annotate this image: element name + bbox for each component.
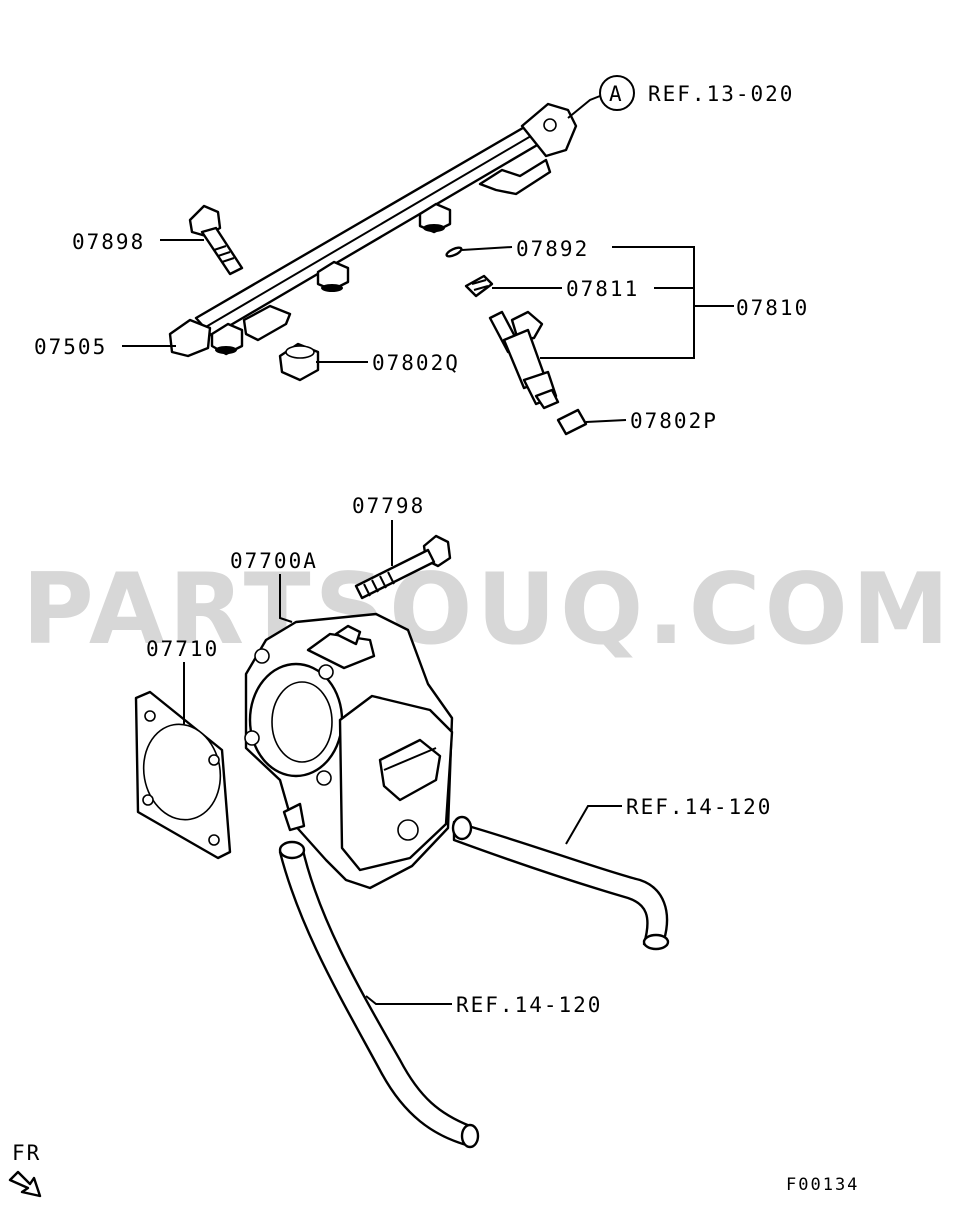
front-direction-indicator: FR bbox=[8, 1141, 42, 1198]
label-07505[interactable]: 07505 bbox=[34, 335, 107, 359]
label-07811[interactable]: 07811 bbox=[566, 277, 639, 301]
bolt-07898[interactable] bbox=[188, 204, 244, 276]
o-ring-07892[interactable] bbox=[445, 246, 463, 258]
throttle-body[interactable] bbox=[244, 612, 454, 890]
reference-circle-a: A bbox=[599, 75, 635, 111]
label-07810[interactable]: 07810 bbox=[736, 296, 809, 320]
label-ref-14-120-lower[interactable]: REF.14-120 bbox=[456, 993, 602, 1017]
insulator-07802q[interactable] bbox=[278, 342, 320, 382]
gasket-07710[interactable] bbox=[134, 690, 232, 860]
label-ref-13-020[interactable]: REF.13-020 bbox=[648, 82, 794, 106]
insulator-07802p[interactable] bbox=[556, 408, 588, 436]
label-07892[interactable]: 07892 bbox=[516, 237, 589, 261]
figure-code: F00134 bbox=[786, 1175, 859, 1195]
reference-circle-label: A bbox=[609, 82, 624, 106]
front-arrow-icon bbox=[8, 1170, 42, 1198]
label-07798[interactable]: 07798 bbox=[352, 494, 425, 518]
fuel-injector[interactable] bbox=[488, 310, 560, 410]
label-07898[interactable]: 07898 bbox=[72, 230, 145, 254]
fuel-rail-end-cap[interactable] bbox=[168, 318, 212, 358]
label-ref-14-120-upper[interactable]: REF.14-120 bbox=[626, 795, 772, 819]
seal-07811[interactable] bbox=[464, 274, 494, 298]
label-07710[interactable]: 07710 bbox=[146, 637, 219, 661]
coolant-hose-right[interactable] bbox=[451, 815, 670, 951]
label-07700a[interactable]: 07700A bbox=[230, 549, 318, 573]
bolt-07798[interactable] bbox=[354, 534, 452, 600]
front-label: FR bbox=[12, 1141, 41, 1165]
leader-lines bbox=[122, 95, 734, 1005]
coolant-hose-lower[interactable] bbox=[278, 840, 480, 1149]
watermark: PARTSOUQ.COM bbox=[22, 553, 953, 667]
label-07802q[interactable]: 07802Q bbox=[372, 351, 460, 375]
fuel-rail[interactable] bbox=[194, 102, 578, 356]
label-07802p[interactable]: 07802P bbox=[630, 409, 718, 433]
